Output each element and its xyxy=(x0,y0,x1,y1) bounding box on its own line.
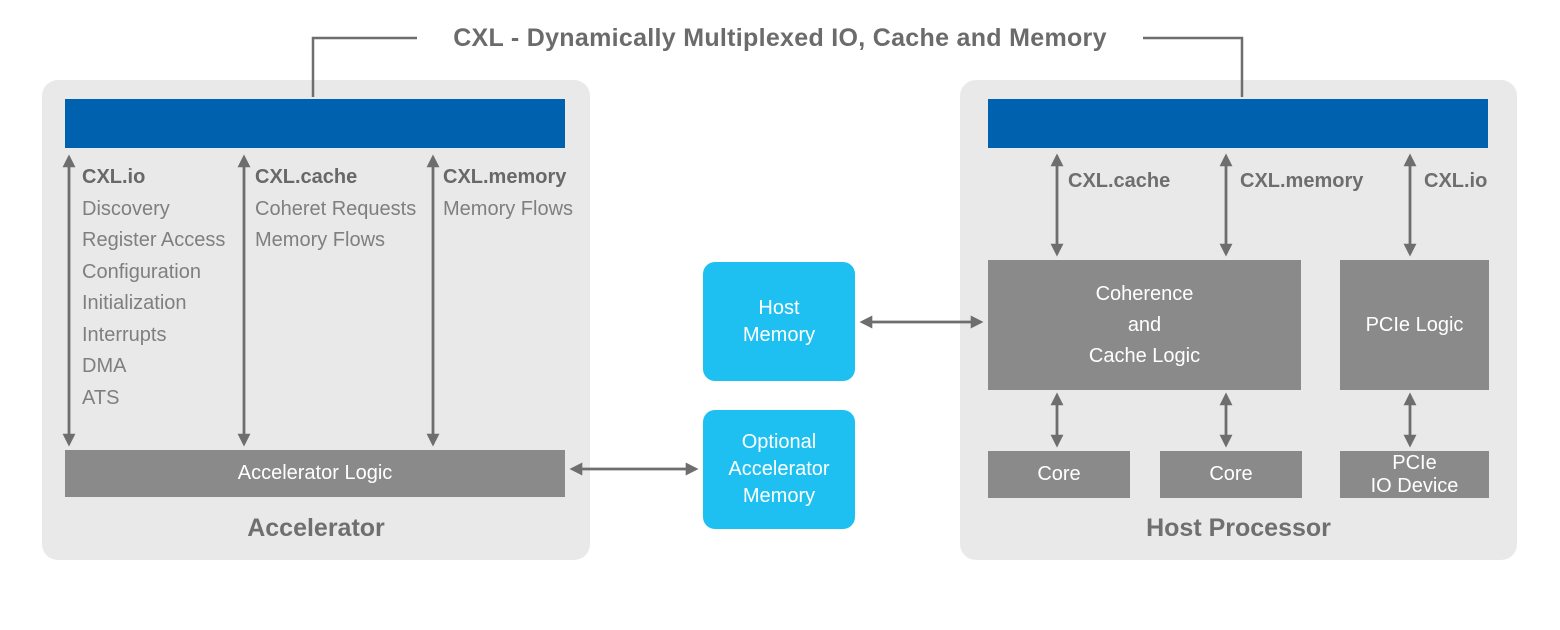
cxl-memory-link-label: CXL.memory xyxy=(1240,170,1364,192)
cxl-io-heading: CXL.io xyxy=(82,166,146,188)
host-cxl-link-bar xyxy=(988,99,1488,148)
core-box: Core xyxy=(1160,451,1302,498)
host-processor-panel: CXL.cache CXL.memory CXL.io Coherence an… xyxy=(960,80,1517,560)
cxl-cache-item: Memory Flows xyxy=(255,229,386,251)
cxl-cache-item: Coheret Requests xyxy=(255,197,417,220)
coherence-cache-logic-box: Coherence and Cache Logic xyxy=(988,260,1301,390)
host-memory-box: Host Memory xyxy=(703,262,855,381)
pcie-io-device-box: PCIe IO Device xyxy=(1340,451,1489,498)
cxl-io-item: Interrupts xyxy=(82,323,167,346)
accelerator-label: Accelerator xyxy=(247,514,385,542)
accelerator-logic-box: Accelerator Logic xyxy=(65,450,565,497)
cxl-cache-column: CXL.cache Coheret Requests Memory Flows xyxy=(255,162,416,257)
pcie-logic-box: PCIe Logic xyxy=(1340,260,1489,390)
optional-accelerator-memory-box: Optional Accelerator Memory xyxy=(703,410,855,529)
cxl-io-item: ATS xyxy=(82,386,120,409)
cxl-io-item: Discovery xyxy=(82,197,170,220)
cxl-io-column: CXL.io Discovery Register Access Configu… xyxy=(82,162,225,414)
cxl-cache-heading: CXL.cache xyxy=(255,166,358,188)
accelerator-panel: CXL.io Discovery Register Access Configu… xyxy=(42,80,590,560)
host-processor-label: Host Processor xyxy=(1146,514,1331,542)
cxl-io-item: Register Access xyxy=(82,229,226,251)
accelerator-cxl-link-bar xyxy=(65,99,565,148)
diagram-title: CXL - Dynamically Multiplexed IO, Cache … xyxy=(453,24,1107,52)
cxl-io-item: DMA xyxy=(82,355,127,377)
cxl-memory-item: Memory Flows xyxy=(443,197,574,220)
cxl-cache-link-label: CXL.cache xyxy=(1068,170,1171,192)
cxl-memory-heading: CXL.memory xyxy=(443,166,567,188)
cxl-io-item: Configuration xyxy=(82,260,201,283)
cxl-io-item: Initialization xyxy=(82,292,187,314)
cxl-io-link-label: CXL.io xyxy=(1424,170,1488,192)
cxl-memory-column: CXL.memory Memory Flows xyxy=(443,162,573,225)
core-box: Core xyxy=(988,451,1130,498)
